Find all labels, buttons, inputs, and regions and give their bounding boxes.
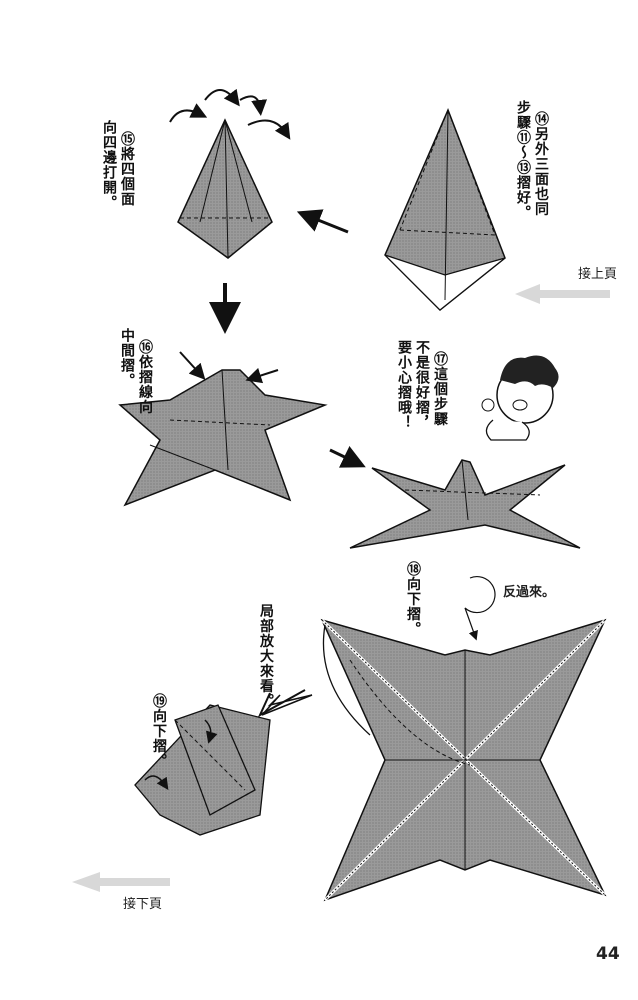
step15-figure xyxy=(169,88,291,259)
zoom-note: 局部放大來看。 xyxy=(258,603,274,709)
step16-figure xyxy=(118,351,328,507)
step19-text: ⑲向下摺。 xyxy=(151,693,167,769)
step16-text: ⑯依摺線向 中間摺。 xyxy=(119,328,153,415)
step17-figure xyxy=(349,459,581,549)
next-page-label: 接下頁 xyxy=(123,897,163,912)
arrow-to-step17 xyxy=(329,445,366,468)
step18-text: ⑱向下摺。 xyxy=(405,561,421,637)
prev-page-arrow xyxy=(515,284,610,304)
step15-text: ⑮將四個面 向四邊打開。 xyxy=(101,120,135,210)
cartoon-character xyxy=(481,355,559,441)
step18-figure xyxy=(320,618,607,902)
prev-page-label: 接上頁 xyxy=(578,267,618,282)
step14-text: ⑭另外三面也同 步驟⑪～⑬摺好。 xyxy=(515,100,549,220)
step19-figure xyxy=(134,704,271,836)
next-page-arrow xyxy=(72,872,170,892)
step17-text: ⑰這個步驟 不是很好摺， 要小心摺哦！ xyxy=(396,340,448,430)
arrow-to-step15 xyxy=(296,209,349,234)
step14-figure xyxy=(384,108,506,312)
flip-arrow xyxy=(464,575,496,641)
zoom-callout xyxy=(322,624,371,736)
flip-note: 反過來。 xyxy=(503,585,556,600)
page-number: 44 xyxy=(596,944,620,964)
